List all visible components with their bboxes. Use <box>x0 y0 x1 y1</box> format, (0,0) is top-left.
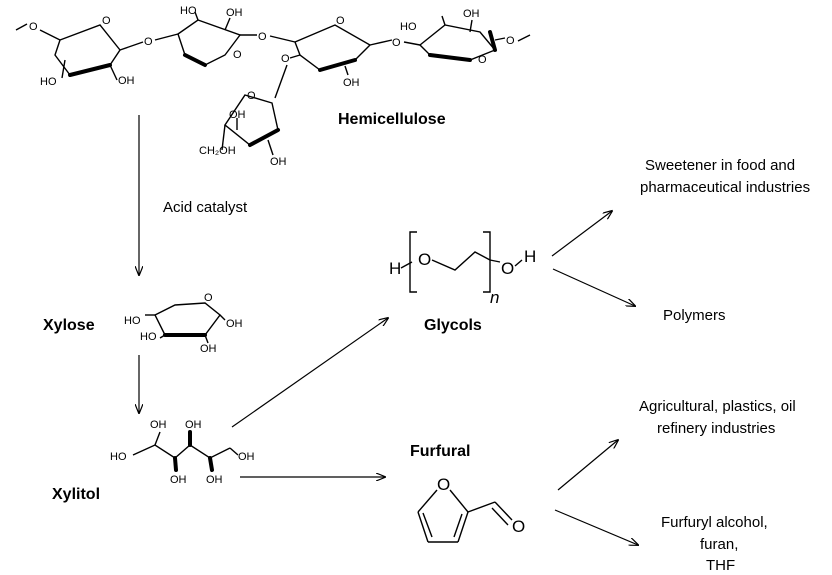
arrow-glycols-to-polymers <box>552 268 635 306</box>
glycol-h-left: H <box>389 259 401 278</box>
furfural-structure: O O <box>417 475 525 543</box>
label-sweetener-line2: pharmaceutical industries <box>640 179 810 196</box>
ring4-oh: OH <box>463 8 480 20</box>
ring1-o: O <box>102 15 111 27</box>
label-acid-catalyst: Acid catalyst <box>163 199 248 216</box>
furfural-ring-o: O <box>437 475 450 494</box>
xylose-oh-2: OH <box>226 318 243 330</box>
ch2oh: CH₂OH <box>199 145 236 157</box>
label-sweetener-line1: Sweetener in food and <box>645 157 795 174</box>
furanose-o: O <box>247 90 256 102</box>
xylose-oh-1: OH <box>200 343 217 355</box>
label-xylitol: Xylitol <box>52 486 100 503</box>
label-polymers: Polymers <box>663 307 726 324</box>
atom-o-1: O <box>29 21 38 33</box>
furanose-oh-1: OH <box>229 109 246 121</box>
label-xylose: Xylose <box>43 317 95 334</box>
ring2-ho: HO <box>180 5 197 17</box>
arrow-xylitol-to-glycols <box>231 318 388 428</box>
glycol-o-2: O <box>501 259 514 278</box>
xylitol-oh-bot-2: OH <box>206 474 223 486</box>
xylose-o: O <box>204 292 213 304</box>
link2-o: O <box>258 31 267 43</box>
end-o: O <box>506 35 515 47</box>
label-glycols: Glycols <box>424 317 482 334</box>
xylitol-oh-top-2: OH <box>185 419 202 431</box>
arrow-furfural-to-agricultural <box>557 440 618 491</box>
furanose-oh-2: OH <box>270 156 287 168</box>
ring2-o: O <box>233 49 242 61</box>
ring3-oh: OH <box>343 77 360 89</box>
ring3-o-sub: O <box>281 53 290 65</box>
hemicellulose-structure: O O HO OH O O HO OH O O O OH <box>15 5 531 168</box>
ring1-ho: HO <box>40 76 57 88</box>
label-furfuryl-line1: Furfuryl alcohol, <box>661 514 768 531</box>
ring4-o: O <box>478 54 487 66</box>
ring1-oh: OH <box>118 75 135 87</box>
ring2-oh: OH <box>226 7 243 19</box>
label-hemicellulose: Hemicellulose <box>338 111 446 128</box>
label-agricultural-line1: Agricultural, plastics, oil <box>639 398 796 415</box>
xylose-ho-1: HO <box>124 315 141 327</box>
link3-o: O <box>392 37 401 49</box>
label-furfuryl-line3: THF <box>706 557 735 574</box>
xylitol-oh-top-1: OH <box>150 419 167 431</box>
label-furfuryl-line2: furan, <box>700 536 738 553</box>
xylitol-structure: HO OH OH OH OH OH <box>110 419 255 486</box>
xylose-structure: O HO HO OH OH <box>124 292 243 355</box>
xylitol-oh-end: OH <box>238 451 255 463</box>
glycol-structure: H O n O H <box>389 231 536 307</box>
glycol-n: n <box>490 288 499 307</box>
xylitol-oh-bot-1: OH <box>170 474 187 486</box>
ring4-ho: HO <box>400 21 417 33</box>
ring3-o: O <box>336 15 345 27</box>
label-furfural: Furfural <box>410 443 470 460</box>
label-agricultural-line2: refinery industries <box>657 420 775 437</box>
glycol-o-1: O <box>418 250 431 269</box>
glycol-h-right: H <box>524 247 536 266</box>
xylose-ho-2: HO <box>140 331 157 343</box>
link1-o: O <box>144 36 153 48</box>
xylitol-ho-1: HO <box>110 451 127 463</box>
arrow-furfural-to-furfuryl <box>554 509 638 545</box>
arrow-glycols-to-sweetener <box>551 211 612 257</box>
furfural-carbonyl-o: O <box>512 517 525 536</box>
